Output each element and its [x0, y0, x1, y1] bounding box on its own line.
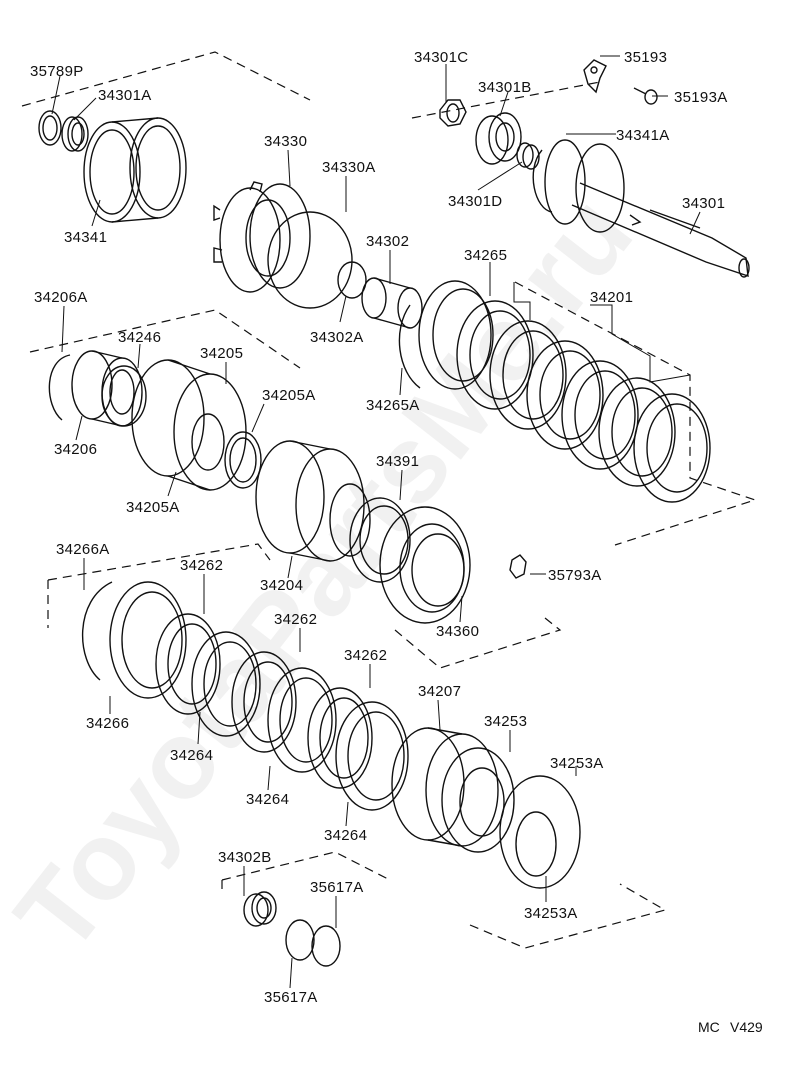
- part-34253A-o-ring-large[interactable]: [499, 775, 581, 889]
- part-34201-clutch-disc-2[interactable]: [489, 320, 567, 430]
- label-34301: 34301: [682, 195, 725, 212]
- label-35193A: 35193A: [674, 89, 728, 106]
- label-34246: 34246: [118, 329, 161, 346]
- label-34206A: 34206A: [34, 289, 88, 306]
- part-34302-sun-gear[interactable]: [361, 277, 423, 329]
- label-34302B: 34302B: [218, 849, 272, 866]
- part-34205A-o-ring-outer[interactable]: [224, 431, 262, 489]
- part-34253A-o-ring-small[interactable]: [515, 811, 557, 877]
- part-labels: 35789P 34301A 34341 34301C 34301B 35193 …: [30, 49, 728, 1006]
- label-35193: 35193: [624, 49, 667, 66]
- label-34207: 34207: [418, 683, 461, 700]
- label-34302A: 34302A: [310, 329, 364, 346]
- label-34253A-lower: 34253A: [524, 905, 578, 922]
- part-35617A-seal-ring-1[interactable]: [285, 919, 315, 961]
- part-34201-clutch-disc-4[interactable]: [561, 360, 639, 470]
- part-34301D-collar[interactable]: [516, 142, 540, 170]
- part-34301A-bushing[interactable]: [61, 116, 89, 152]
- part-34302A-ring[interactable]: [337, 261, 367, 299]
- label-35617A-lower: 35617A: [264, 989, 318, 1006]
- label-34266: 34266: [86, 715, 129, 732]
- part-34341-drum[interactable]: [83, 117, 187, 223]
- label-34264-b: 34264: [246, 791, 289, 808]
- label-34330: 34330: [264, 133, 307, 150]
- part-34301B-bearing[interactable]: [475, 112, 522, 165]
- label-34341A: 34341A: [616, 127, 670, 144]
- footer-right: V429: [730, 1019, 763, 1035]
- leader-lines: [51, 55, 701, 989]
- part-34360-hub[interactable]: [379, 506, 471, 624]
- label-34262-a: 34262: [180, 557, 223, 574]
- part-34262-plate-2[interactable]: [231, 651, 297, 753]
- label-34265A: 34265A: [366, 397, 420, 414]
- part-34264-disc-2[interactable]: [267, 667, 337, 773]
- part-34266-flange[interactable]: [109, 581, 187, 699]
- label-34264-c: 34264: [324, 827, 367, 844]
- part-34262-plate-3[interactable]: [307, 687, 373, 789]
- label-35789P: 35789P: [30, 63, 84, 80]
- label-34302: 34302: [366, 233, 409, 250]
- part-35793A-clip[interactable]: [509, 554, 527, 579]
- part-34205-piston[interactable]: [131, 359, 247, 491]
- part-34201-clutch-disc-6[interactable]: [633, 393, 711, 503]
- label-34262-b: 34262: [274, 611, 317, 628]
- part-34265-flange[interactable]: [418, 280, 494, 390]
- part-34264-disc-3[interactable]: [335, 701, 409, 811]
- part-34204-clutch-drum[interactable]: [255, 440, 371, 562]
- part-34264-disc-1[interactable]: [191, 631, 261, 737]
- label-34205A-upper: 34205A: [262, 387, 316, 404]
- part-35193A-bolt[interactable]: [633, 87, 658, 105]
- label-34341: 34341: [64, 229, 107, 246]
- part-34206A-snap-ring[interactable]: [48, 354, 71, 421]
- part-34253-piston[interactable]: [441, 747, 515, 853]
- part-35193-clip[interactable]: [583, 59, 607, 94]
- part-34302B-bushing[interactable]: [243, 891, 277, 927]
- label-34391: 34391: [376, 453, 419, 470]
- label-34205A-lower: 34205A: [126, 499, 180, 516]
- label-34253A-upper: 34253A: [550, 755, 604, 772]
- label-34265: 34265: [464, 247, 507, 264]
- label-34264-a: 34264: [170, 747, 213, 764]
- part-34301-shaft[interactable]: [544, 139, 750, 278]
- part-34330A-snap-ring[interactable]: [267, 211, 353, 309]
- label-34253: 34253: [484, 713, 527, 730]
- label-34301D: 34301D: [448, 193, 502, 210]
- footer-left: MC: [698, 1019, 720, 1035]
- label-34330A: 34330A: [322, 159, 376, 176]
- label-34204: 34204: [260, 577, 303, 594]
- label-34301A: 34301A: [98, 87, 152, 104]
- part-34201-clutch-disc-5[interactable]: [598, 377, 676, 487]
- label-34262-c: 34262: [344, 647, 387, 664]
- part-34266A-snap-ring[interactable]: [82, 581, 113, 681]
- label-34266A: 34266A: [56, 541, 110, 558]
- part-34246-retainer[interactable]: [101, 365, 147, 427]
- label-34205: 34205: [200, 345, 243, 362]
- part-34330-planetary-gear[interactable]: [213, 181, 311, 293]
- part-34301C-nut[interactable]: [439, 99, 467, 127]
- dashed-frames: [21, 51, 757, 949]
- part-34201-clutch-disc-1[interactable]: [456, 300, 534, 410]
- part-35617A-seal-ring-2[interactable]: [311, 925, 341, 967]
- label-34301C: 34301C: [414, 49, 468, 66]
- part-34262-plate-1[interactable]: [155, 613, 221, 715]
- part-34201-clutch-disc-3[interactable]: [526, 340, 604, 450]
- label-34201: 34201: [590, 289, 633, 306]
- part-34341A-ring[interactable]: [532, 149, 553, 213]
- label-35617A-upper: 35617A: [310, 879, 364, 896]
- label-35793A: 35793A: [548, 567, 602, 584]
- part-34265A-snap-ring[interactable]: [398, 304, 421, 389]
- label-34301B: 34301B: [478, 79, 532, 96]
- label-34360: 34360: [436, 623, 479, 640]
- part-35789P[interactable]: [38, 110, 62, 146]
- label-34206: 34206: [54, 441, 97, 458]
